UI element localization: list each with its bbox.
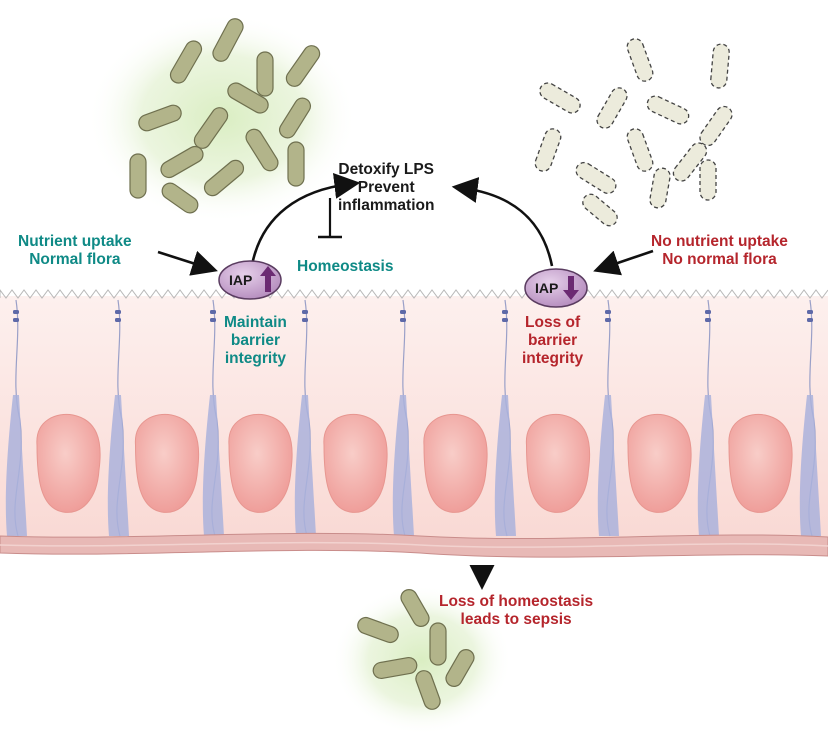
bacterium-rod	[138, 104, 182, 132]
tight-junction	[115, 310, 121, 314]
tight-junction	[807, 310, 813, 314]
tight-junction	[605, 318, 611, 322]
bacterium-rod	[646, 95, 690, 125]
iap-enzyme-right	[524, 268, 588, 308]
tight-junction	[13, 310, 19, 314]
bacterium-rod	[129, 153, 147, 199]
bacterium-rod	[287, 141, 305, 187]
intercellular-space	[392, 395, 414, 536]
basement-membrane-inner	[0, 541, 828, 548]
tight-junction	[115, 318, 121, 322]
inhibition-bar-icon	[318, 198, 342, 239]
bacterium-rod	[285, 45, 321, 87]
cell-nucleus	[423, 413, 488, 513]
iap-enzyme-left	[218, 260, 282, 300]
intercellular-space	[597, 395, 619, 536]
effect-label: Detoxify LPS Prevent inflammation	[338, 161, 435, 214]
intercellular-space	[697, 395, 719, 536]
tight-junction	[807, 318, 813, 322]
intercellular-space	[202, 395, 224, 536]
iap-left-label: IAP	[229, 272, 253, 288]
bacterium-rod	[160, 145, 204, 179]
bacterium-rod	[539, 82, 581, 114]
intercellular-space	[107, 395, 129, 536]
cell-nucleus	[134, 413, 200, 513]
bacterium-rod	[203, 159, 245, 197]
bacterium-rod	[534, 128, 562, 172]
tight-junction	[502, 318, 508, 322]
bacterium-rod	[672, 142, 708, 182]
bacterium-rod	[626, 128, 654, 172]
tight-junction	[210, 310, 216, 314]
epithelial-layer	[0, 289, 828, 558]
bacterium-rod	[582, 193, 618, 227]
iap-right-label: IAP	[535, 280, 559, 296]
cell-nucleus	[728, 413, 793, 513]
right-input-arrow	[593, 249, 654, 276]
sepsis-outcome-label: Loss of homeostasis leads to sepsis	[439, 593, 594, 628]
tight-junction	[605, 310, 611, 314]
cell-nucleus	[36, 413, 101, 513]
intercellular-space	[799, 395, 821, 536]
tight-junction	[502, 310, 508, 314]
tight-junction	[400, 310, 406, 314]
bacterium-rod	[415, 670, 441, 710]
bacterium-rod	[699, 105, 733, 147]
bacterium-rod	[400, 589, 430, 627]
bacterium-rod	[212, 18, 244, 62]
left-effect-arrow	[250, 172, 361, 266]
homeostasis-label: Homeostasis	[297, 258, 394, 275]
epithelium-background	[0, 296, 828, 542]
bacterium-rod	[357, 616, 399, 644]
bacterium-rod	[245, 128, 279, 172]
tight-junction	[705, 310, 711, 314]
right-barrier-label: Loss of barrier integrity	[522, 314, 584, 367]
bacterium-rod	[227, 82, 269, 114]
intercellular-space	[294, 395, 316, 536]
bacterium-rod	[649, 167, 671, 209]
bacterium-rod	[429, 622, 447, 666]
cell-nucleus	[525, 413, 591, 513]
left-input-label: Nutrient uptake Normal flora	[18, 233, 132, 268]
right-effect-arrow	[451, 177, 554, 267]
bacterium-rod	[256, 51, 274, 97]
live-bacteria-cluster-top	[129, 18, 321, 214]
arrow-down-icon	[563, 276, 579, 300]
tight-junction	[400, 318, 406, 322]
arrow-up-icon	[260, 266, 276, 292]
live-bacteria-cluster-bottom	[357, 589, 475, 710]
left-barrier-label: Maintain barrier integrity	[224, 314, 287, 367]
cell-nucleus	[228, 413, 293, 513]
bacterium-rod	[169, 40, 203, 84]
bacterium-rod	[445, 649, 475, 687]
intercellular-space	[5, 395, 27, 536]
right-input-label: No nutrient uptake No normal flora	[651, 233, 788, 268]
bacterium-rod	[596, 87, 628, 129]
bacterium-rod	[161, 182, 199, 214]
brush-border	[0, 289, 828, 299]
intercellular-space	[494, 395, 516, 536]
bacterium-rod	[699, 159, 717, 201]
bacterium-rod	[575, 161, 617, 195]
cell-nucleus	[627, 413, 692, 513]
bacterium-rod	[278, 97, 312, 139]
bacterium-rod	[626, 38, 654, 82]
tight-junction	[705, 318, 711, 322]
tight-junction	[302, 310, 308, 314]
bacterium-rod	[372, 656, 418, 680]
cell-nucleus	[323, 413, 388, 513]
dead-bacteria-cluster	[534, 38, 733, 227]
left-input-arrow	[157, 250, 218, 276]
bacterium-rod	[710, 43, 730, 89]
tight-junction	[13, 318, 19, 322]
tight-junction	[210, 318, 216, 322]
tight-junction	[302, 318, 308, 322]
